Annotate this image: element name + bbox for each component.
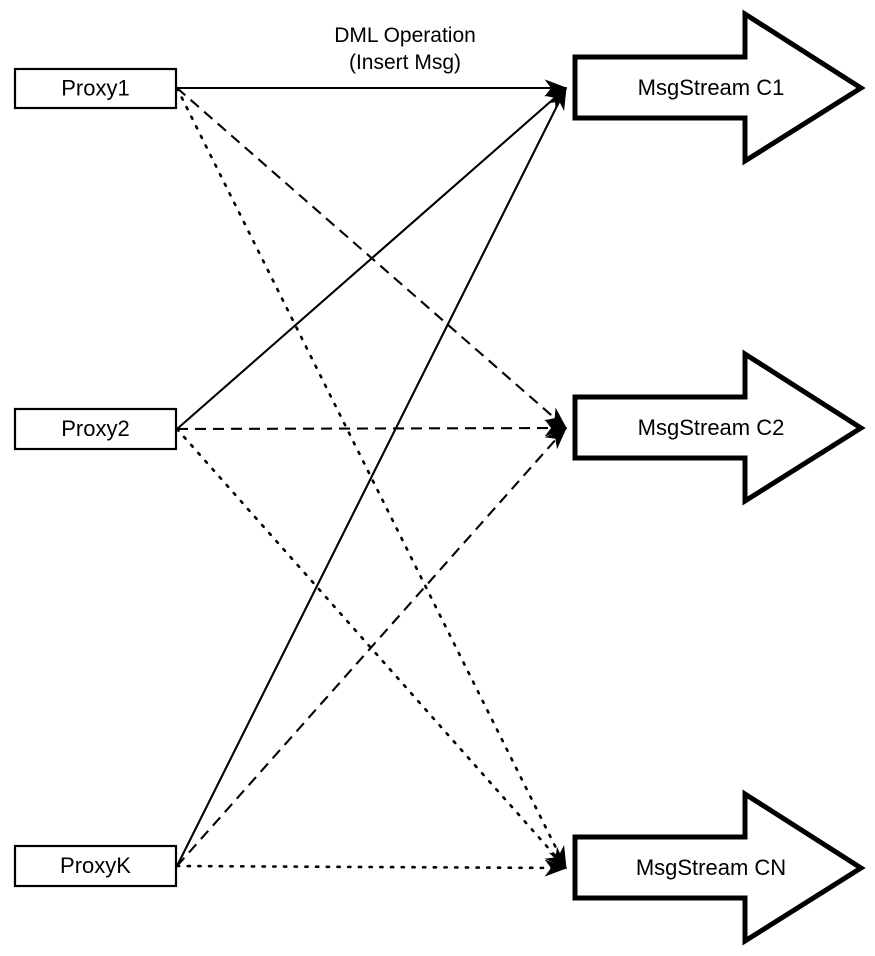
connection-proxyk-to-c2 (176, 427, 567, 867)
stream-label-msgstream-c1: MsgStream C1 (638, 75, 785, 100)
stream-arrow-shape-msgstream-c2 (572, 349, 866, 506)
connections-layer (175, 86, 568, 870)
proxy-box-rect-proxyk (13, 844, 178, 888)
proxy-box-rect-proxy2 (13, 407, 178, 451)
stream-arrow-shape-msgstream-c1 (572, 9, 866, 166)
edge-label-line2: (Insert Msg) (349, 51, 461, 74)
connection-proxy2-to-c2 (176, 426, 567, 431)
streams-layer: MsgStream C1 MsgStream C2 MsgStream CN (572, 9, 866, 946)
proxy-box-rect-proxy1 (13, 67, 178, 110)
proxy-node-proxy1[interactable]: Proxy1 (13, 67, 178, 110)
arrowhead-head-proxyk-cn (544, 859, 568, 877)
edge-label-dml-operation: DML Operation (Insert Msg) (334, 24, 476, 74)
proxy-label-proxyk: ProxyK (60, 853, 131, 878)
edge-label-line1: DML Operation (334, 24, 476, 47)
stream-arrow-shape-msgstream-cn (572, 789, 866, 946)
connection-proxyk-to-c1 (176, 87, 567, 867)
arrowhead-head-proxy2-cn (544, 846, 568, 870)
stream-msgstream-c2[interactable]: MsgStream C2 (572, 349, 866, 506)
proxy-label-proxy2: Proxy2 (61, 416, 129, 441)
connection-proxy2-to-cn (175, 427, 568, 870)
stream-msgstream-cn[interactable]: MsgStream CN (572, 789, 866, 946)
arrowheads-layer (544, 79, 568, 877)
stream-label-msgstream-c2: MsgStream C2 (638, 415, 785, 440)
stream-label-msgstream-cn: MsgStream CN (636, 855, 786, 880)
connection-proxy2-to-c1 (176, 87, 567, 430)
connection-proxyk-to-cn (175, 864, 568, 870)
arrowhead-head-proxy2-c2 (544, 419, 568, 437)
proxy-node-proxyk[interactable]: ProxyK (13, 844, 178, 888)
connection-proxy1-to-cn (175, 86, 568, 870)
proxy-node-proxy2[interactable]: Proxy2 (13, 407, 178, 451)
arrowhead-head-proxyk-c2 (544, 426, 568, 450)
stream-msgstream-c1[interactable]: MsgStream C1 (572, 9, 866, 166)
proxy-label-proxy1: Proxy1 (61, 75, 129, 100)
arrowhead-head-proxyk-c1 (548, 86, 567, 111)
